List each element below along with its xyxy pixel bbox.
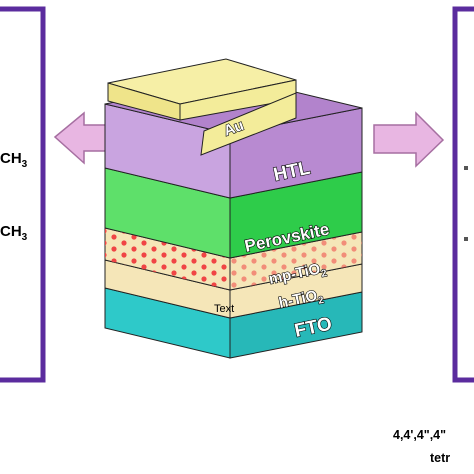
right-panel-mark-2 (464, 237, 468, 241)
right-caption-line-2: tetr (430, 451, 450, 465)
right-panel (452, 6, 474, 383)
au-label: Au (222, 117, 247, 140)
left-panel-line-1: CH3 (0, 150, 28, 170)
right-arrow (373, 111, 445, 168)
au-small-top (200, 92, 297, 156)
mp-tio2-front-dots (105, 228, 230, 290)
left-panel-line-2: CH3 (0, 223, 28, 243)
mp-tio2-side-dots (230, 232, 362, 290)
left-panel (0, 6, 46, 383)
left-arrow (53, 111, 113, 165)
right-panel-mark-1 (464, 166, 468, 170)
right-caption-line-1: 4,4',4",4" (393, 428, 446, 442)
overlay-text: Text (214, 303, 234, 315)
